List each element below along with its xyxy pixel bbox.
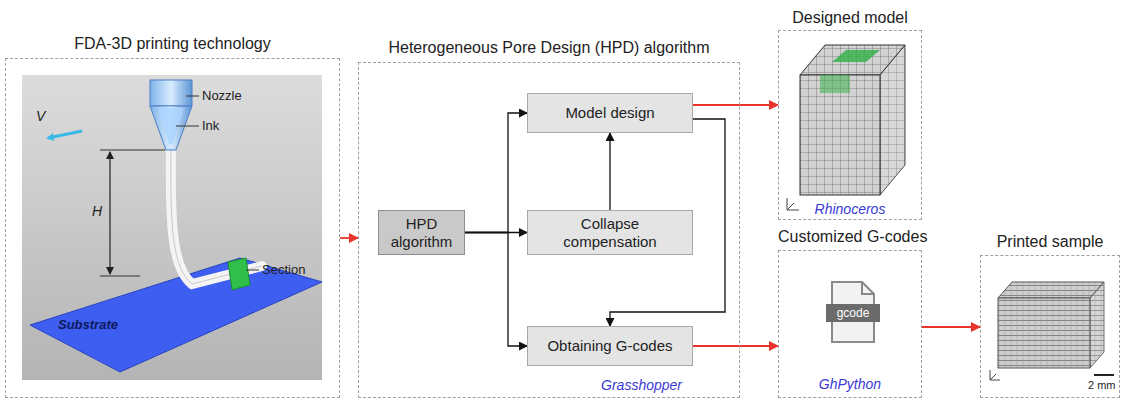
panel-border bbox=[778, 30, 922, 220]
panel-title: Designed model bbox=[778, 6, 922, 30]
panel-title: Printed sample bbox=[980, 229, 1120, 255]
panel-group: Heterogeneous Pore Design (HPD) algorith… bbox=[358, 33, 740, 398]
software-name: Rhinoceros bbox=[778, 201, 922, 217]
part-label: Ink bbox=[202, 118, 219, 133]
designed-model-cube bbox=[787, 45, 905, 210]
box-label: Obtaining G-codes bbox=[547, 337, 672, 354]
process-box: HPD algorithm bbox=[378, 210, 465, 255]
panel-group: Printed sample bbox=[980, 229, 1120, 398]
flow-arrow bbox=[340, 237, 358, 239]
icon-label: gcode bbox=[826, 305, 880, 321]
connector-arrow bbox=[465, 233, 527, 347]
printing-scene bbox=[22, 75, 322, 380]
part-label: Nozzle bbox=[202, 88, 242, 103]
flow-arrow bbox=[693, 345, 778, 347]
flow-arrow bbox=[693, 104, 778, 106]
connector-arrow bbox=[609, 133, 610, 210]
part-label: Substrate bbox=[58, 317, 118, 332]
box-label: Collapse compensation bbox=[534, 215, 686, 250]
panel-title: Heterogeneous Pore Design (HPD) algorith… bbox=[358, 33, 740, 62]
software-name: GhPython bbox=[778, 376, 922, 392]
process-box: Model design bbox=[527, 93, 693, 133]
part-label: Section bbox=[262, 262, 305, 277]
panel-border bbox=[980, 255, 1120, 398]
box-label: Model design bbox=[565, 104, 654, 121]
panel-group: FDA-3D printing technology bbox=[5, 30, 340, 398]
panel-border bbox=[5, 58, 340, 398]
scale-bar-label: 2 mm bbox=[1088, 379, 1116, 391]
panel-border bbox=[778, 250, 922, 398]
connector-arrow bbox=[465, 113, 527, 233]
panel-title: FDA-3D printing technology bbox=[5, 30, 340, 58]
process-box: Obtaining G-codes bbox=[527, 326, 693, 366]
velocity-symbol: V bbox=[36, 108, 45, 124]
panel-group: Designed modelRhinoceros bbox=[778, 6, 922, 220]
process-box: Collapse compensation bbox=[527, 210, 693, 255]
gcode-file-icon bbox=[826, 282, 880, 342]
printed-sample bbox=[990, 282, 1114, 380]
software-name: Grasshopper bbox=[601, 377, 682, 393]
height-symbol: H bbox=[92, 203, 102, 219]
panel-title: Customized G-codes bbox=[778, 224, 922, 250]
flow-arrow bbox=[922, 326, 980, 328]
box-label: HPD algorithm bbox=[385, 215, 458, 250]
